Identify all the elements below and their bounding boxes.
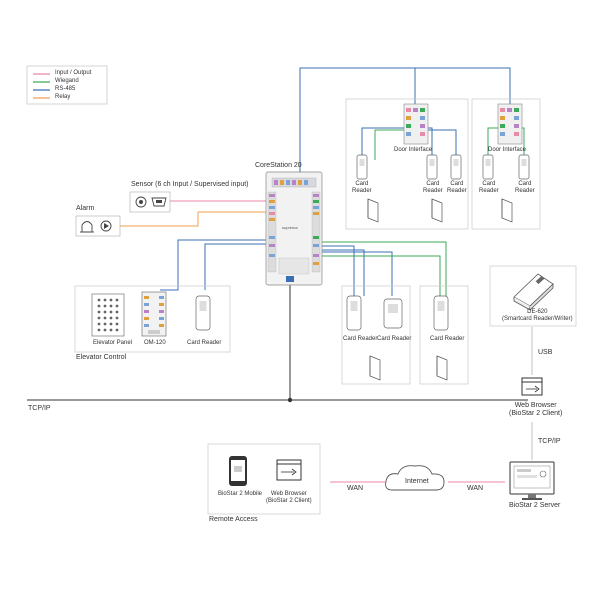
elevator-line-2	[204, 243, 268, 290]
card-reader-label: Card Reader	[352, 181, 372, 194]
de620-box	[489, 265, 577, 327]
card-reader-icon	[346, 295, 362, 331]
tcpip-label: TCP/IP	[28, 405, 51, 412]
door-group-1-box	[345, 98, 469, 230]
door-group-2-box	[471, 98, 541, 230]
device-brand-text: suprema	[282, 225, 298, 230]
elevator-panel-label: Elevator Panel	[93, 340, 133, 346]
card-reader-label: Card Reader	[479, 181, 499, 194]
corestation-label: CoreStation 20	[255, 162, 302, 169]
legend-label-io: Input / Output	[55, 70, 92, 76]
tcpip-server-label: TCP/IP	[538, 438, 561, 445]
wan-label-left: WAN	[347, 485, 364, 492]
biostar-mobile-label: BioStar 2 Mobile	[218, 491, 263, 497]
rs485-line-door2	[415, 67, 511, 110]
elevator-panel-icon	[91, 293, 125, 337]
alarm-line	[120, 211, 268, 227]
elevator-control-label: Elevator Control	[76, 354, 127, 361]
door-interface-label: Door Interface	[394, 147, 433, 153]
card-reader-label: Card Reader	[377, 336, 412, 342]
card-reader-icon	[383, 298, 403, 329]
om120-label: OM-120	[144, 340, 166, 346]
door2-reader1-line	[487, 127, 498, 160]
biostar-server-label: BioStar 2 Server	[509, 502, 561, 509]
door-icon	[369, 355, 381, 381]
web-browser-icon	[276, 459, 302, 481]
reader-a-line	[322, 245, 355, 296]
door1-reader1-wiegand	[374, 129, 404, 160]
card-reader-icon	[426, 154, 438, 180]
legend-label-wiegand: Wiegand	[55, 78, 79, 84]
card-reader-icon	[450, 154, 462, 180]
card-reader-icon	[356, 154, 368, 180]
sensor-label: Sensor (6 ch Input / Supervised input)	[131, 181, 249, 188]
door-icon	[431, 198, 443, 223]
card-reader-icon	[482, 154, 494, 180]
remote-access-label: Remote Access	[209, 516, 258, 523]
card-reader-label: Card Reader	[343, 336, 378, 342]
alarm-label: Alarm	[76, 205, 95, 212]
reader-b-line	[322, 251, 393, 296]
elevator-line-1	[160, 239, 268, 291]
legend-label-rs485: RS-485	[55, 86, 76, 92]
reader-group-b-box	[419, 285, 469, 385]
reader-a-line-2	[322, 249, 365, 296]
card-reader-label: Card Reader	[187, 340, 222, 346]
usb-label: USB	[538, 349, 553, 356]
de620-label: DE-620 (Smartcard Reader/Writer)	[502, 309, 573, 322]
wan-label-right: WAN	[467, 485, 484, 492]
reader-c-line-2	[322, 241, 447, 296]
remote-access-box	[207, 443, 321, 515]
om120-module-icon	[141, 291, 167, 337]
web-browser-label: Web Browser (BioStar 2 Client)	[509, 402, 563, 418]
card-reader-label: Card Reader	[447, 181, 467, 194]
alarm-icon	[75, 215, 121, 237]
door-interface-label: Door Interface	[488, 147, 527, 153]
rs485-line-door1	[299, 67, 416, 175]
card-reader-icon	[518, 154, 530, 180]
door1-reader1-line	[361, 127, 404, 160]
door-interface-1	[403, 103, 429, 145]
de620-reader-icon	[513, 273, 554, 311]
door1-reader2-line	[428, 127, 433, 160]
legend-label-relay: Relay	[55, 94, 71, 100]
mobile-phone-icon	[229, 456, 247, 486]
card-reader-label: Card Reader	[430, 336, 465, 342]
internet-label: Internet	[405, 478, 429, 485]
reader-c-line	[322, 255, 441, 296]
door-icon	[501, 198, 513, 223]
card-reader-label: Card Reader	[515, 181, 535, 194]
sensor-icon	[129, 191, 171, 213]
card-reader-icon	[433, 295, 449, 331]
door-icon	[367, 198, 379, 223]
door2-reader2-line	[522, 127, 525, 160]
door-interface-2	[497, 103, 523, 145]
card-reader-icon	[195, 295, 211, 331]
door-icon	[436, 355, 448, 381]
server-monitor-icon	[509, 461, 555, 500]
elevator-control-box	[74, 285, 231, 353]
reader-group-a-box	[341, 285, 411, 385]
door1-reader3-line	[428, 129, 457, 160]
web-browser-icon	[521, 377, 543, 396]
corestation-device	[265, 171, 323, 286]
card-reader-label: Card Reader	[423, 181, 443, 194]
internet-cloud-icon	[385, 465, 445, 491]
remote-web-browser-label: Web Browser (BioStar 2 Client)	[266, 491, 312, 504]
